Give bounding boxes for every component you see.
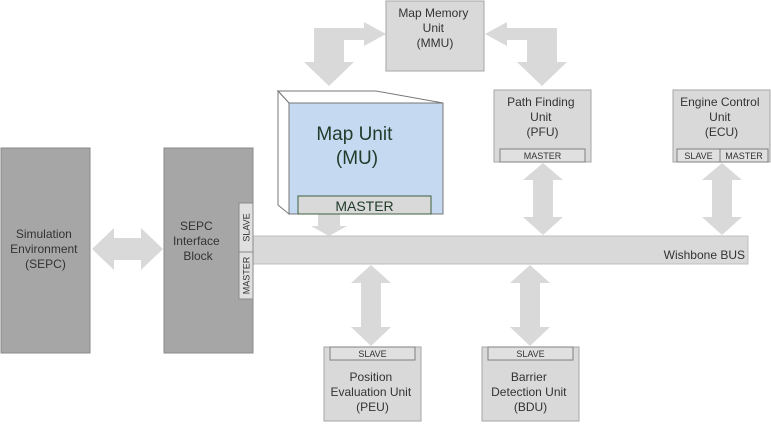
arrow-pfu-bus — [523, 163, 563, 235]
simulation-environment-block: Simulation Environment (SEPC) — [0, 147, 91, 354]
svg-text:Engine Control Unit: Engine Control Unit (ECU) — [680, 95, 763, 139]
mmu-block: Map Memory Unit (MMU) — [385, 0, 485, 72]
ecu-line: (ECU) — [705, 125, 738, 139]
mmu-line: (MMU) — [417, 36, 454, 50]
peu-block: SLAVE Position Evaluation Unit (PEU) — [323, 346, 422, 422]
svg-text:Simulation Environment: Simulation Environment (SEPC) — [10, 227, 81, 271]
arrow-mu-bus — [311, 214, 347, 236]
mu-line: Map Unit — [316, 124, 393, 145]
sepc-master-label: MASTER — [242, 256, 252, 294]
pfu-block: Path Finding Unit (PFU) MASTER — [493, 89, 592, 163]
sepc-line: SEPC — [180, 219, 213, 233]
wishbone-bus-label: Wishbone BUS — [664, 248, 745, 262]
simulation-line: (SEPC) — [25, 257, 66, 271]
arrow-peu-bus — [351, 265, 391, 346]
bdu-line: (BDU) — [514, 400, 547, 414]
simulation-line: Simulation — [16, 227, 72, 241]
mmu-line: Map Memory — [398, 6, 468, 20]
pfu-line: Unit — [530, 110, 552, 124]
mmu-line: Unit — [423, 21, 445, 35]
svg-text:SEPC Interface Blo: SEPC Interface Block — [173, 219, 223, 263]
pfu-master-port — [499, 148, 586, 163]
pfu-line: (PFU) — [527, 125, 559, 139]
mu-master-port — [297, 195, 432, 215]
bdu-slave-label: SLAVE — [516, 349, 544, 359]
mu-top-face — [276, 90, 444, 104]
ecu-block: Engine Control Unit (ECU) SLAVE MASTER — [672, 89, 771, 163]
bdu-block: SLAVE Barrier Detection Unit (BDU) — [481, 346, 580, 422]
arrow-ecu-bus — [702, 163, 742, 235]
svg-text:Map Unit (MU): Map Unit (MU) — [316, 124, 397, 169]
bdu-line: Detection Unit — [491, 385, 567, 399]
arrow-mmu-pfu — [485, 22, 567, 86]
peu-line: (PEU) — [356, 400, 389, 414]
peu-slave-port — [329, 346, 416, 361]
simulation-line: Environment — [10, 242, 78, 256]
peu-line: Position — [349, 370, 392, 384]
svg-text:Barrier Detection Unit: Barrier Detection Unit (BDU) — [491, 370, 570, 414]
ecu-line: Engine Control — [680, 95, 759, 109]
arrow-bdu-bus — [510, 265, 550, 346]
map-unit-block: Map Unit (MU) MASTER — [276, 89, 444, 216]
pfu-master-label: MASTER — [524, 151, 562, 161]
sepc-line: Block — [183, 249, 213, 263]
bdu-slave-port — [487, 346, 574, 361]
sepc-line: Interface — [173, 234, 220, 248]
arrow-mmu-mu — [304, 22, 386, 86]
peu-line: Evaluation Unit — [330, 385, 411, 399]
ecu-master-port — [719, 148, 769, 163]
ecu-slave-label: SLAVE — [684, 151, 712, 161]
ecu-master-label: MASTER — [725, 151, 763, 161]
wishbone-bus — [235, 235, 749, 265]
mu-side-face — [277, 89, 290, 216]
sepc-slave-label: SLAVE — [242, 213, 252, 241]
svg-text:Position Evaluation Unit: Position Evaluation Unit (PEU) — [330, 370, 414, 414]
svg-text:Path Finding Unit: Path Finding Unit (PFU) — [507, 95, 578, 139]
sepc-master-port — [238, 251, 254, 300]
mu-master-label: MASTER — [335, 198, 393, 214]
peu-slave-label: SLAVE — [358, 349, 386, 359]
pfu-line: Path Finding — [507, 95, 574, 109]
mu-line: (MU) — [336, 148, 378, 169]
arrow-sim-sepc — [92, 228, 163, 270]
svg-text:Map Memory Unit (M: Map Memory Unit (MMU) — [398, 6, 471, 50]
sepc-interface-block: SEPC Interface Block SLAVE MASTER — [163, 147, 254, 354]
bdu-line: Barrier — [511, 370, 547, 384]
ecu-line: Unit — [709, 110, 731, 124]
